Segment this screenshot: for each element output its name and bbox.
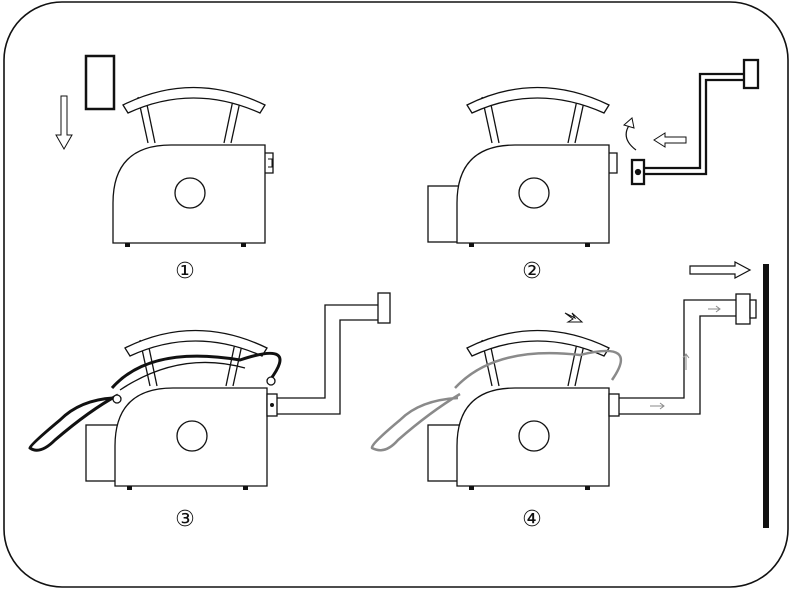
attached-crank <box>277 292 391 415</box>
crank-handle <box>630 58 760 186</box>
step-3-label: ③ <box>175 507 195 532</box>
right-arrow-icon <box>708 305 721 313</box>
big-right-arrow-icon <box>689 261 752 279</box>
rotate-arrow-icon <box>625 123 637 151</box>
generator-body <box>112 144 266 248</box>
step-2-label: ② <box>522 259 542 284</box>
down-arrow-icon <box>55 95 73 151</box>
outer-frame <box>3 1 789 588</box>
wall <box>763 264 769 528</box>
step1-illustration <box>55 54 274 248</box>
shoulder-strap <box>28 351 282 452</box>
step-4-label: ④ <box>522 507 542 532</box>
left-arrow-icon <box>653 132 687 148</box>
step2-illustration <box>427 58 760 248</box>
step4-illustration <box>370 261 769 528</box>
battery-card <box>84 54 116 111</box>
step-1-label: ① <box>175 259 195 284</box>
step3-illustration <box>28 292 391 491</box>
crank-holder <box>427 185 461 243</box>
pull-arrow-icon <box>564 312 584 323</box>
